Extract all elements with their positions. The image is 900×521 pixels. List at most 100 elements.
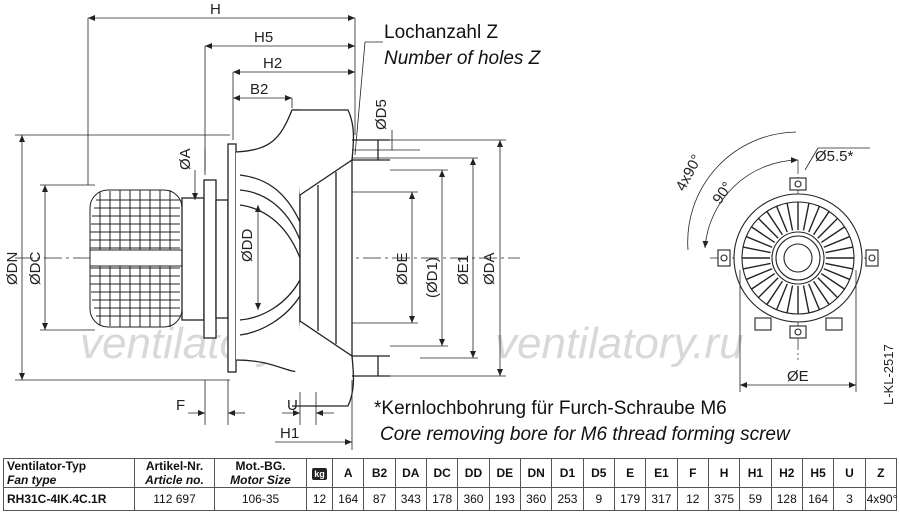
dimension-lines	[15, 15, 506, 450]
front-rib	[751, 272, 776, 290]
dim-e1: ØE1	[455, 255, 472, 285]
value-motor: 106-35	[214, 487, 307, 511]
value-col-dn: 360	[519, 487, 553, 511]
front-rib	[802, 285, 810, 314]
value-col-f: 12	[676, 487, 709, 511]
note-bore-de: *Kernlochbohrung für Furch-Schraube M6	[374, 398, 727, 419]
header-col-b2: B2	[363, 458, 396, 488]
dim-h: H	[210, 1, 221, 18]
fan-side-view	[15, 109, 520, 407]
dim-d5: ØD5	[373, 99, 390, 130]
header-col-h5: H5	[801, 458, 835, 488]
note-holes-de: Lochanzahl Z	[384, 22, 499, 43]
value-col-de: 193	[488, 487, 521, 511]
dim-e: ØE	[787, 368, 809, 385]
front-rib	[817, 217, 839, 239]
value-col-z: 4x90°	[864, 487, 897, 511]
header-col-da: DA	[394, 458, 427, 488]
front-rib	[817, 277, 839, 299]
value-col-da: 343	[394, 487, 427, 511]
front-rib	[825, 262, 854, 270]
front-rib	[808, 205, 821, 233]
drawing-number: L-KL-2517	[881, 344, 896, 405]
header-col-de: DE	[488, 458, 521, 488]
dim-h2: H2	[263, 55, 282, 72]
value-col-h2: 128	[770, 487, 803, 511]
dim-h1: H1	[280, 425, 299, 442]
dim-a: ØA	[177, 148, 194, 170]
front-rib	[808, 283, 821, 311]
header-col-d5: D5	[582, 458, 615, 488]
header-col-h2: H2	[770, 458, 803, 488]
dim-dc: ØDC	[27, 252, 44, 286]
dim-b2: B2	[250, 81, 268, 98]
value-col-e: 179	[613, 487, 647, 511]
front-rib	[745, 268, 773, 281]
dimension-drawing: ventilatory.ru ventilatory.ru	[4, 1, 896, 450]
header-col-u: U	[833, 458, 866, 488]
dim-dn: ØDN	[4, 252, 21, 285]
value-col-dc: 178	[425, 487, 459, 511]
front-rib	[775, 283, 788, 311]
front-rib	[820, 272, 845, 290]
header-col-dd: DD	[457, 458, 490, 488]
header-col-h1: H1	[739, 458, 772, 488]
header-col-z: Z	[864, 458, 898, 488]
header-col-f: F	[676, 458, 709, 488]
value-col-a: 164	[331, 487, 365, 511]
dim-da: ØDA	[481, 252, 498, 285]
value-col-h5: 164	[801, 487, 835, 511]
front-rib	[812, 211, 830, 236]
front-dimensions	[687, 131, 870, 392]
value-col-h1: 59	[739, 487, 772, 511]
front-rib	[802, 202, 810, 231]
value-fan-type: RH31C-4IK.4C.1R	[3, 487, 135, 511]
note-bore-en: Core removing bore for M6 thread forming…	[380, 424, 790, 445]
header-col-h: H	[707, 458, 741, 488]
header-article: Artikel-Nr.Article no.	[134, 458, 215, 488]
value-weight: 12	[306, 487, 333, 511]
header-motor: Mot.-BG.Motor Size	[214, 458, 307, 488]
note-holes-en: Number of holes Z	[384, 48, 541, 69]
front-rib	[742, 262, 771, 270]
header-col-a: A	[331, 458, 365, 488]
dim-de: ØDE	[394, 252, 411, 285]
header-weight: kg	[306, 458, 333, 488]
value-col-h: 375	[707, 487, 741, 511]
motor-cooling-ribs	[89, 189, 183, 328]
value-col-u: 3	[833, 487, 866, 511]
front-rib	[812, 280, 830, 305]
dim-holes-angle: 4x90°	[673, 152, 706, 194]
dim-bore: Ø5.5*	[815, 148, 854, 165]
front-rib	[766, 280, 784, 305]
header-col-e: E	[613, 458, 647, 488]
dim-d1: (ØD1)	[424, 257, 441, 298]
header-col-dn: DN	[519, 458, 553, 488]
front-rib	[786, 285, 794, 314]
value-col-b2: 87	[363, 487, 396, 511]
dim-f: F	[176, 397, 185, 414]
front-rib	[823, 235, 851, 248]
value-col-e1: 317	[645, 487, 678, 511]
header-col-e1: E1	[645, 458, 678, 488]
value-col-d5: 9	[582, 487, 615, 511]
weight-icon: kg	[312, 468, 327, 480]
front-rib	[825, 246, 854, 254]
dim-dd: ØDD	[239, 229, 256, 263]
dim-u: U	[287, 397, 298, 414]
value-article: 112 697	[134, 487, 215, 511]
watermark-right: ventilatory.ru	[495, 319, 744, 368]
front-rib	[757, 277, 779, 299]
front-rib	[820, 226, 845, 244]
value-col-d1: 253	[551, 487, 584, 511]
header-col-d1: D1	[551, 458, 584, 488]
dim-angle-90: 90°	[709, 179, 736, 207]
header-col-dc: DC	[425, 458, 459, 488]
front-rib	[823, 268, 851, 281]
value-col-dd: 360	[457, 487, 490, 511]
